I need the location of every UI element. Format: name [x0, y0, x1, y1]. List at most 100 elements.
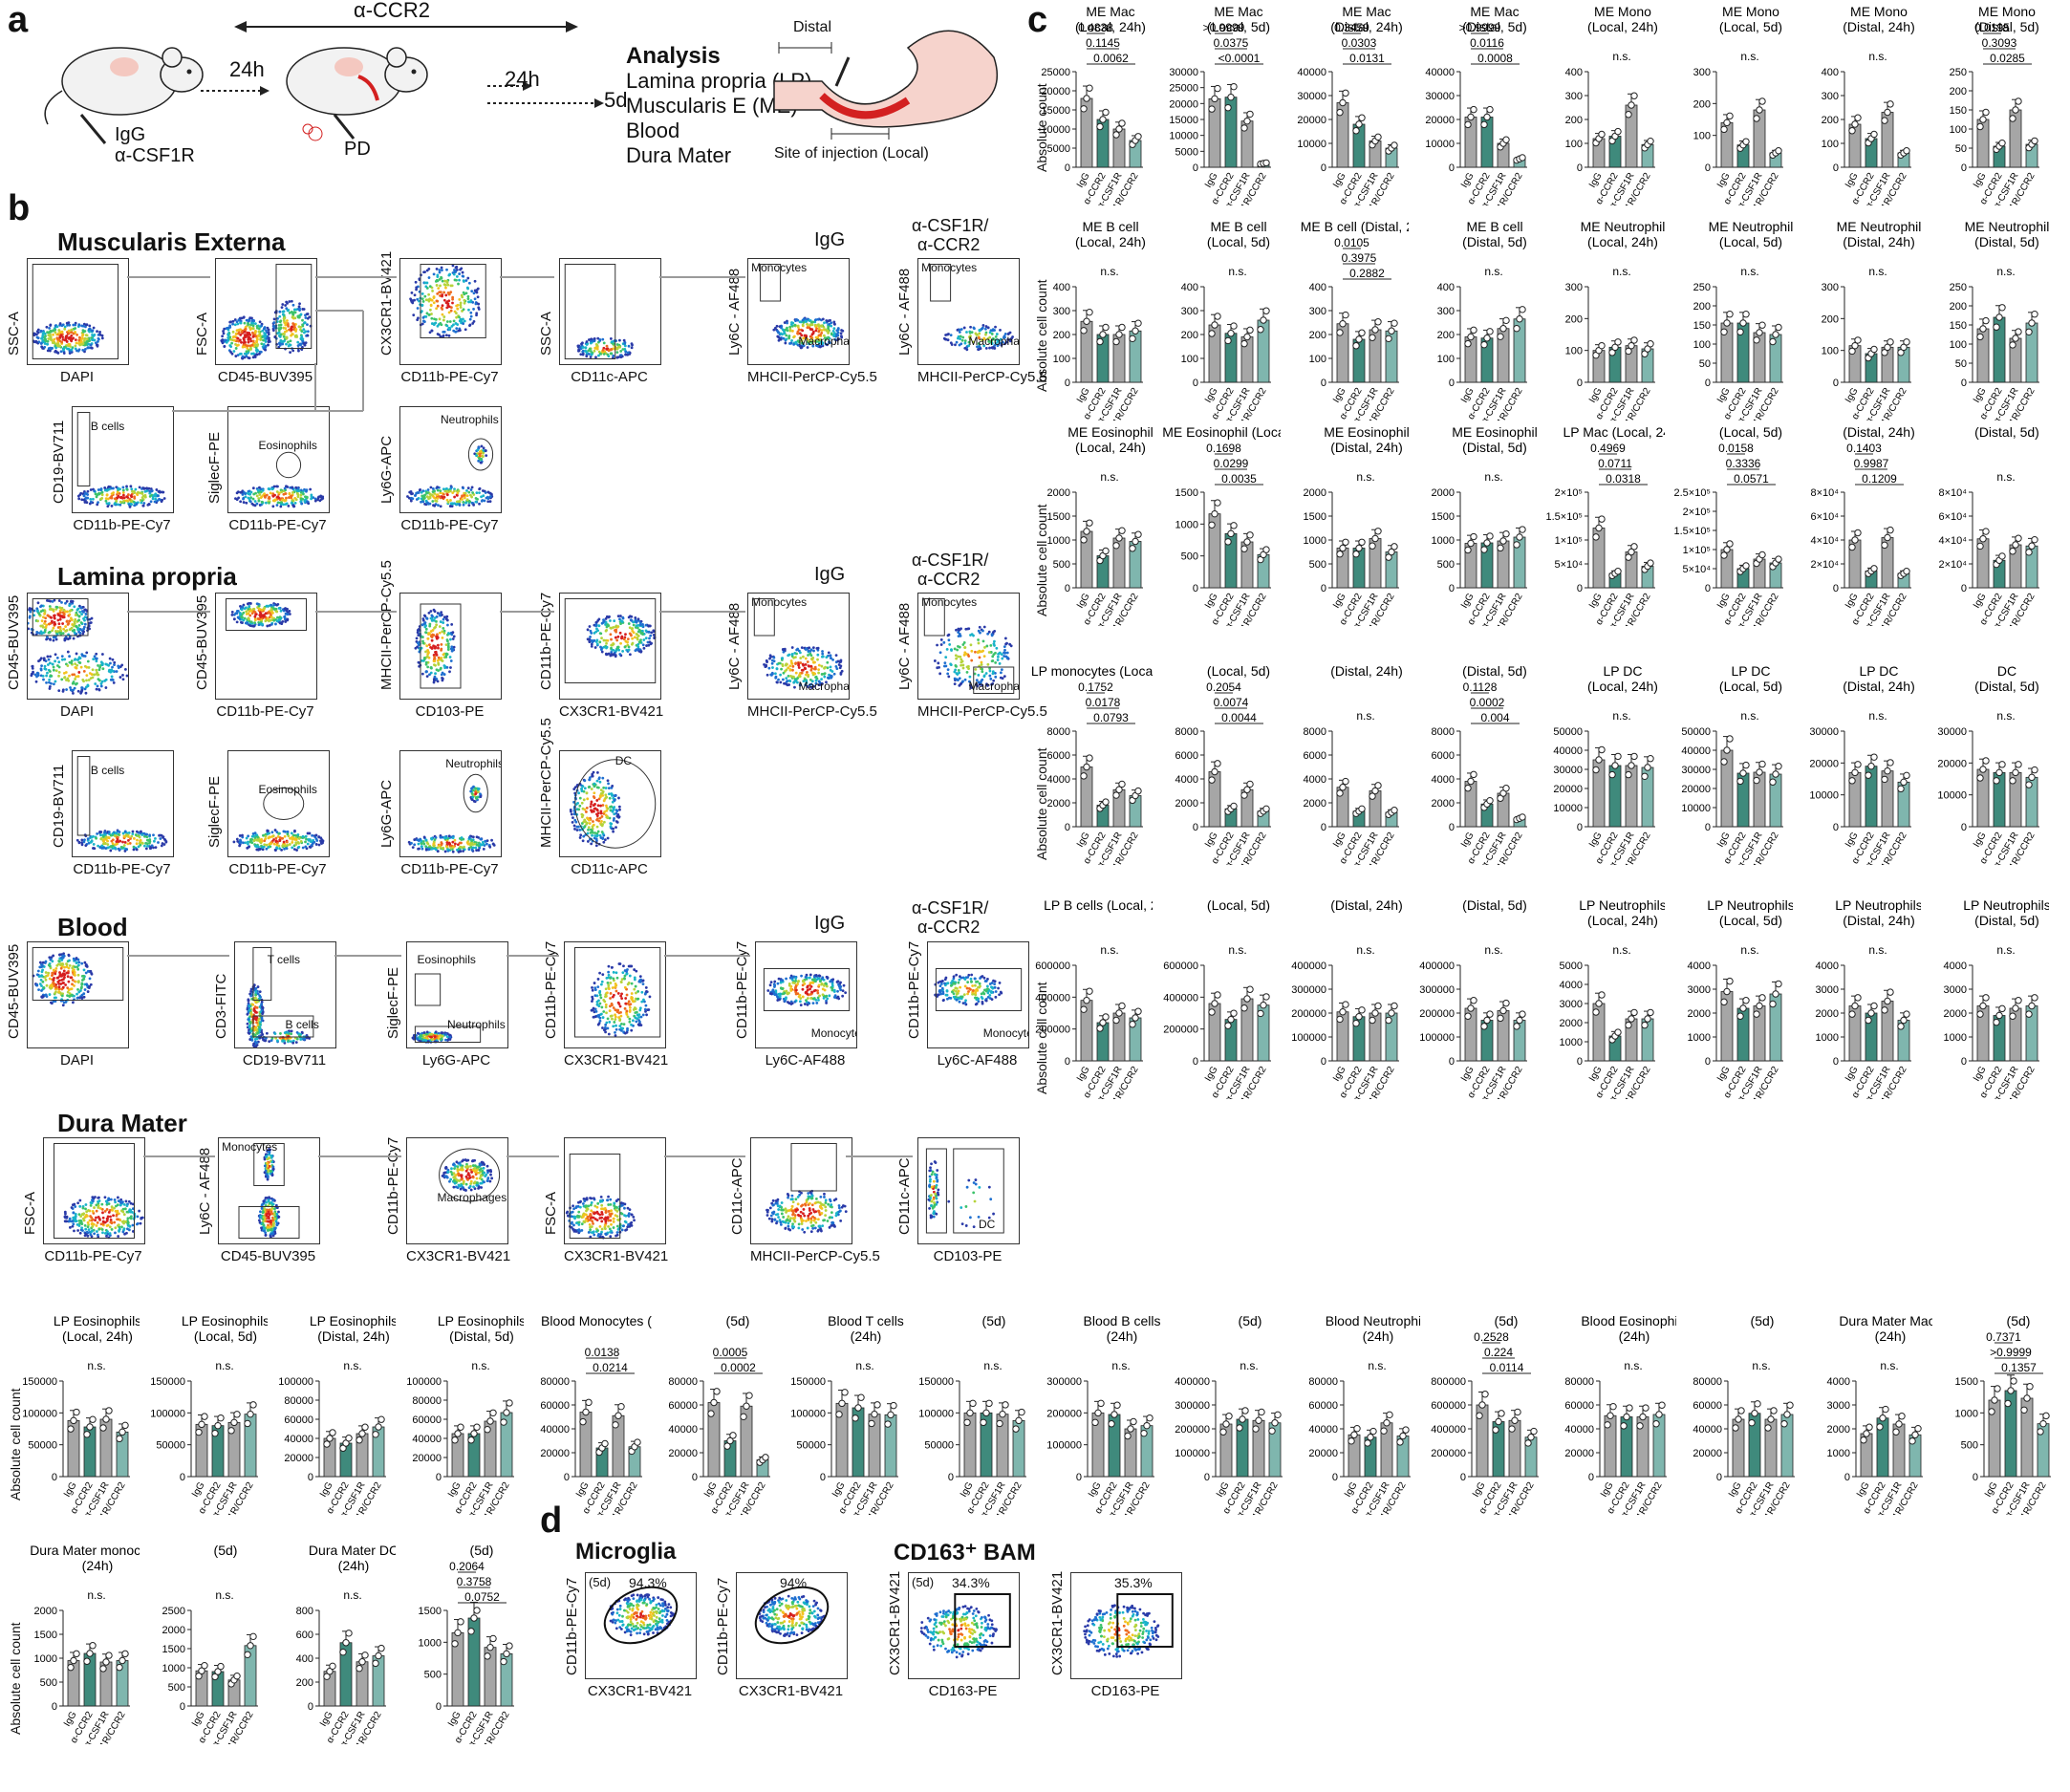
significance-label: n.s.: [1484, 943, 1502, 957]
bar-chart: ME Eosinophil (Local, 5d)050010001500IgG…: [1162, 425, 1281, 626]
y-tick-label: 150: [1693, 320, 1711, 332]
significance-label: n.s.: [1996, 265, 2015, 278]
y-tick-label: 0: [1065, 378, 1070, 389]
group-igg-me: IgG: [814, 229, 846, 250]
y-tick-label: 0: [52, 1701, 57, 1713]
y-tick-label: 200000: [1035, 1025, 1070, 1036]
y-tick-label: 200: [1822, 313, 1839, 325]
y-tick-label: 500: [1961, 1440, 1978, 1452]
panel-d-flow-plot: 34.3%(5d): [908, 1572, 1020, 1679]
chart-title: LP Eosinophils: [182, 1314, 268, 1328]
p-value-label: 0.1752: [1078, 680, 1113, 694]
chart-title: ME Mono: [1850, 5, 1908, 19]
y-tick-label: 1×10⁵: [1683, 545, 1711, 556]
y-tick-label: 100000: [406, 1376, 442, 1388]
y-tick-label: 400: [1181, 282, 1198, 293]
chart-title: ME Neutrophil: [1837, 220, 1921, 234]
y-tick-label: 0: [436, 1701, 442, 1713]
y-tick-label: 50000: [1681, 726, 1711, 738]
bar-chart: ME Neutrophil(Distal, 24h)0100200300IgGα…: [1822, 220, 1921, 421]
y-tick-label: 0: [1065, 1056, 1070, 1068]
y-tick-label: 200000: [1291, 1008, 1326, 1020]
chart-subtitle: (Local, 24h): [62, 1328, 133, 1344]
y-tick-label: 0: [1961, 583, 1967, 594]
bar-chart: Blood B cells(24h)0100000200000300000IgG…: [1046, 1314, 1160, 1515]
y-tick-label: 20000: [1937, 758, 1967, 769]
chart-title: LP Neutrophils: [1707, 898, 1793, 913]
y-tick-label: 1000: [1955, 1408, 1978, 1419]
flow-x-axis-label: CD103-PE: [415, 703, 485, 720]
flow-x-axis-label: CD11b-PE-Cy7: [400, 369, 499, 385]
y-tick-label: 4000: [1816, 961, 1839, 972]
y-tick-label: 500: [1181, 551, 1198, 563]
significance-label: n.s.: [1228, 265, 1246, 278]
bar-chart: ME Mac(Local, 24h)0500010000150002000025…: [1041, 5, 1146, 205]
y-tick-label: 100: [1565, 139, 1583, 150]
y-tick-label: 0: [1449, 378, 1455, 389]
significance-label: n.s.: [1612, 943, 1630, 957]
flow-x-axis-label: CX3CR1-BV421: [564, 1052, 669, 1069]
y-tick-label: 10000: [1425, 139, 1455, 150]
y-tick-label: 300: [1693, 67, 1711, 78]
significance-label: n.s.: [1740, 709, 1758, 723]
chart-title: ME Neutrophil: [1965, 220, 2049, 234]
y-tick-label: 400: [1309, 282, 1326, 293]
bar-chart: (Distal, 5d)02000400060008000IgGα-CCR2α-…: [1432, 664, 1527, 865]
y-tick-label: 10000: [1553, 803, 1583, 814]
gate-percentage: 94%: [780, 1575, 808, 1590]
chart-subtitle: (Local, 24h): [1075, 234, 1146, 249]
y-tick-label: 20000: [1308, 1448, 1338, 1459]
gate-label: Monocytes: [982, 1026, 1028, 1040]
chart-title: ME Mac: [1086, 5, 1134, 19]
flow-plot: [559, 258, 661, 365]
gate-label: Eosinophils: [258, 439, 317, 452]
y-tick-label: 100000: [1291, 1032, 1326, 1044]
chart-title: Blood Eosinophils: [1581, 1314, 1676, 1328]
y-tick-label: 1×10⁵: [1555, 535, 1583, 547]
significance-label: n.s.: [1868, 943, 1887, 957]
gate-label: Neutrophils: [441, 412, 499, 426]
p-value-label: 0.2882: [1349, 267, 1385, 280]
y-tick-label: 0: [1961, 378, 1967, 389]
group-combo-blood-1: α-CSF1R/: [912, 898, 989, 918]
panel-a-schematic: [44, 21, 604, 144]
bar-chart: LP monocytes (Local, 24h)020004000600080…: [1031, 664, 1153, 865]
y-tick-label: 2000: [1688, 1008, 1711, 1020]
panel-d-flow-plot: 94.3%(5d): [585, 1572, 697, 1679]
y-tick-label: 40000: [540, 1424, 570, 1436]
y-tick-label: 0: [1973, 1472, 1978, 1483]
significance-label: n.s.: [1100, 265, 1118, 278]
y-tick-label: 0: [1321, 822, 1326, 833]
significance-label: n.s.: [1484, 470, 1502, 484]
y-tick-label: 500: [40, 1677, 57, 1689]
chart-title: LP monocytes (Local, 24h): [1031, 664, 1153, 679]
y-tick-label: 2000: [34, 1606, 57, 1617]
chart-title: (Distal, 5d): [1462, 664, 1527, 679]
chart-subtitle: (Local, 24h): [1075, 440, 1146, 455]
mouse-right-icon: [286, 47, 428, 141]
significance-label: n.s.: [1868, 50, 1887, 63]
chart-title: ME B cell: [1466, 220, 1522, 234]
injection-site-label: Site of injection (Local): [774, 145, 929, 162]
panel-d-flow-plot: 35.3%: [1070, 1572, 1182, 1679]
y-tick-label: 20000: [1425, 115, 1455, 126]
flow-x-axis-label: DAPI: [59, 703, 94, 720]
flow-x-axis-label: CD163-PE: [928, 1683, 998, 1699]
chart-subtitle: (Distal, 5d): [1462, 440, 1527, 455]
bar-chart: (5d)05001000150020002500IgGα-CCR2α-CSF1R…: [162, 1544, 258, 1744]
flow-x-axis-label: CD11b-PE-Cy7: [400, 517, 499, 533]
y-tick-label: 25000: [1041, 67, 1070, 78]
chart-subtitle: (24h): [1363, 1328, 1394, 1344]
y-tick-label: 4000: [1304, 774, 1326, 786]
y-tick-label: 2.5×10⁵: [1673, 487, 1711, 499]
p-value-label: 0.0008: [1477, 52, 1513, 65]
y-tick-label: 0: [1193, 1056, 1198, 1068]
y-tick-label: 0: [1065, 162, 1070, 174]
chart-subtitle: (Local, 5d): [1719, 19, 1782, 34]
p-value-label: 0.0375: [1214, 36, 1249, 50]
p-value-label: 0.0285: [1990, 52, 2025, 65]
flow-plot: [27, 941, 129, 1048]
bar-chart: ME Eosinophil(Distal, 5d)050010001500200…: [1432, 425, 1537, 626]
flow-y-axis-label: CX3CR1-BV421: [887, 1570, 903, 1675]
y-tick-label: 0: [692, 1472, 698, 1483]
